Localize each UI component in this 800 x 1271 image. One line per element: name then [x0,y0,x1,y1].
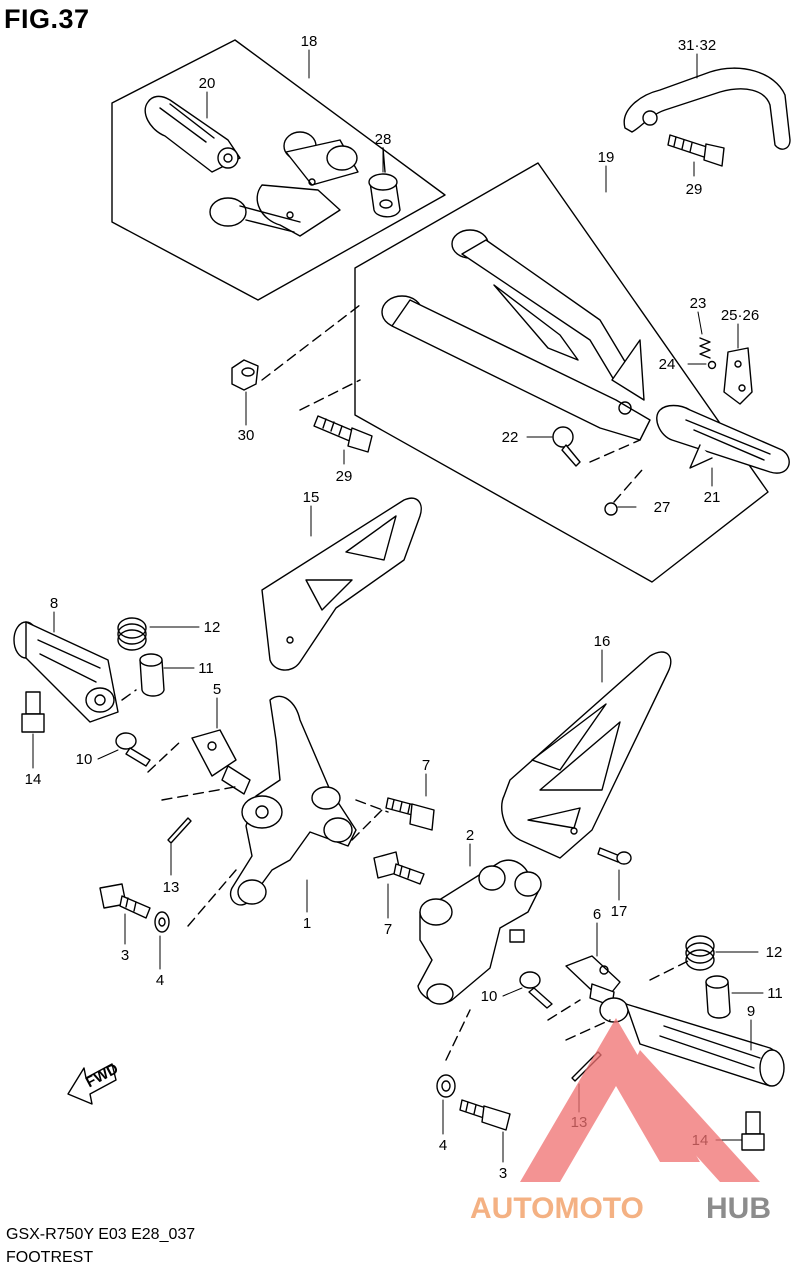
part-7-bolt-lower [373,851,425,885]
part-10-pin-left [115,732,151,767]
callout-30: 30 [238,427,255,444]
callout-20: 20 [199,75,216,92]
callout-22: 22 [502,429,519,446]
callout-19: 19 [598,149,615,166]
callout-5: 5 [213,681,221,698]
callout-24: 24 [659,356,676,373]
part-9-footpeg [599,997,785,1087]
callout-4-left: 4 [156,972,164,989]
part-27-clip [604,502,618,516]
part-19-bracket [381,229,651,441]
part-21-footpeg [656,404,790,474]
part-15-heel-guard [261,497,422,671]
part-17-bolt [597,847,632,865]
callout-11-left: 11 [198,660,214,677]
callout-29-mid: 29 [336,468,353,485]
watermark-text-part2: HUB [706,1192,771,1225]
callout-1: 1 [303,915,311,932]
part-1-bracket [229,695,357,906]
callout-15: 15 [303,489,320,506]
part-18-bracket [209,131,359,237]
part-12-spring-right [685,935,715,971]
part-30-nut [231,359,259,391]
callout-10-right: 10 [481,988,498,1005]
callout-13-left: 13 [163,879,180,896]
assembly-lines [121,304,691,1061]
callout-6: 6 [593,906,601,923]
callout-7-lower: 7 [384,921,392,938]
part-8-footpeg [13,621,119,723]
part-4-washer-right [436,1074,456,1098]
callout-12-right: 12 [766,944,783,961]
callout-28: 28 [375,131,392,148]
part-16-heel-guard [501,651,672,859]
section-title: FOOTREST [6,1249,94,1266]
kit-box-19 [354,162,769,583]
callout-23: 23 [690,295,707,312]
part-14-bolt-left [21,691,45,733]
part-3-bolt-right [459,1099,511,1131]
part-7-bolt-upper [385,797,435,831]
watermark-text-part1: AUTOMOTO [470,1192,644,1225]
part-13-cotter-left [167,817,192,844]
part-4-washer-left [154,911,170,933]
part-2-bracket [417,859,542,1005]
callout-8: 8 [50,595,58,612]
callout-14-left: 14 [25,771,42,788]
callout-9: 9 [747,1003,755,1020]
callout-18: 18 [301,33,318,50]
part-12-spring-left [117,617,147,651]
callout-25-26: 25·26 [721,307,759,324]
callout-29-top: 29 [686,181,703,198]
part-20-footpeg [144,95,241,173]
callout-16: 16 [594,633,611,650]
part-28-bushing [368,173,401,218]
model-code: GSX-R750Y E03 E28_037 [6,1226,196,1243]
part-11-bush-left [139,653,165,697]
callout-3-right: 3 [499,1165,507,1182]
callout-7-upper: 7 [422,757,430,774]
callout-21: 21 [704,489,721,506]
part-3-bolt-left [99,883,151,919]
callout-27: 27 [654,499,671,516]
callout-12-left: 12 [204,619,221,636]
kit-box-18 [111,39,446,301]
part-29-bolt-mid [313,415,373,453]
callout-17: 17 [611,903,628,920]
callout-10-left: 10 [76,751,93,768]
part-29-bolt-top [667,134,725,167]
part-24-ball [707,360,717,370]
callout-4-right: 4 [439,1137,447,1154]
part-22-pin [552,426,581,467]
callout-3-left: 3 [121,947,129,964]
part-31-32-guard [623,67,791,150]
part-5-pivot [191,729,251,795]
part-23-spring [699,337,711,359]
part-11-bush-right [705,975,731,1019]
leader-lines [32,49,764,1163]
fwd-arrow-icon [67,1063,117,1105]
watermark-logo [520,1018,760,1182]
figure-title: FIG.37 [4,4,90,34]
callout-2: 2 [466,827,474,844]
callout-31-32: 31·32 [678,37,716,54]
part-25-26-plate [723,347,753,405]
part-14-bolt-right [741,1111,765,1151]
part-10-pin-right [519,971,553,1009]
callout-11-right: 11 [767,985,783,1002]
